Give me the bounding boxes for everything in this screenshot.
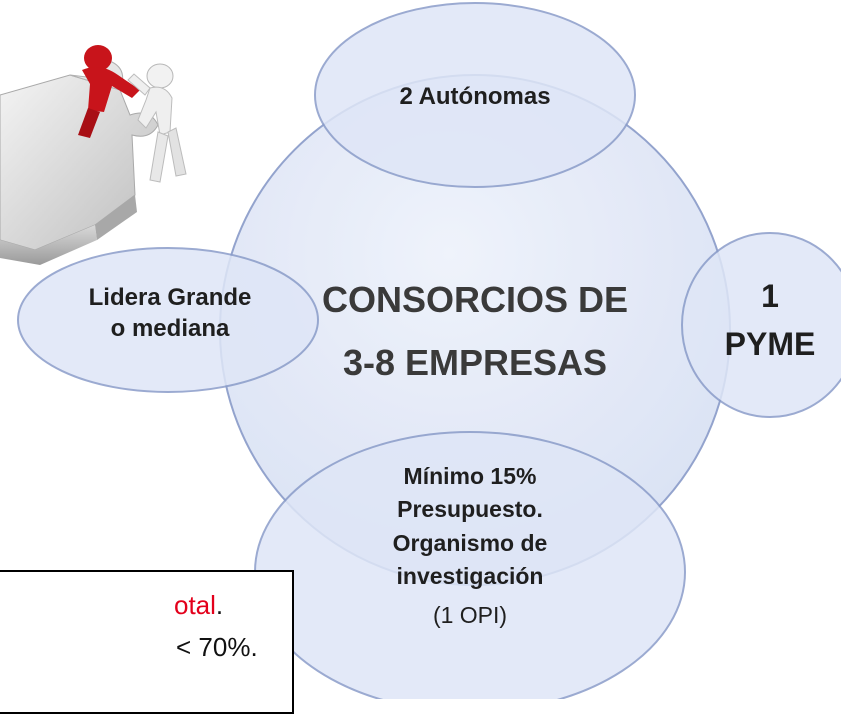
left-ellipse-label: Lidera Grande o mediana <box>40 283 300 344</box>
right-ellipse <box>681 232 841 418</box>
bottom-ellipse-label: Mínimo 15% Presupuesto. Organismo de inv… <box>335 460 605 633</box>
note-box: otal. < 70%. <box>0 570 294 714</box>
right-label-line2: PYME <box>724 326 816 362</box>
top-ellipse-label: 2 Autónomas <box>399 83 551 110</box>
bottom-label-line3: Organismo de <box>392 529 548 556</box>
bottom-label-line4: investigación <box>396 563 544 590</box>
right-ellipse-label: 1 PYME <box>700 272 840 368</box>
center-circle-label: CONSORCIOS DE 3-8 EMPRESAS <box>290 268 660 394</box>
left-label-line2: o mediana <box>110 314 230 342</box>
center-label-line2: 3-8 EMPRESAS <box>342 342 608 383</box>
left-ellipse <box>17 247 319 393</box>
bottom-label-line1: Mínimo 15% <box>403 463 537 489</box>
note-line-2: < 70%. <box>176 632 258 662</box>
left-label-line1: Lidera Grande <box>88 284 252 311</box>
bottom-label-line5: (1 OPI) <box>432 602 508 629</box>
center-label-line1: CONSORCIOS DE <box>321 279 629 320</box>
top-ellipse <box>314 2 636 188</box>
puzzle-figures-illustration <box>0 45 187 265</box>
bottom-label-line2: Presupuesto. <box>397 496 543 523</box>
note-line-1-red: otal <box>174 590 216 620</box>
note-line-1: otal. <box>174 590 223 621</box>
note-line-1-suffix: . <box>215 590 224 620</box>
diagram-canvas <box>0 2 841 699</box>
right-label-line1: 1 <box>761 278 779 314</box>
